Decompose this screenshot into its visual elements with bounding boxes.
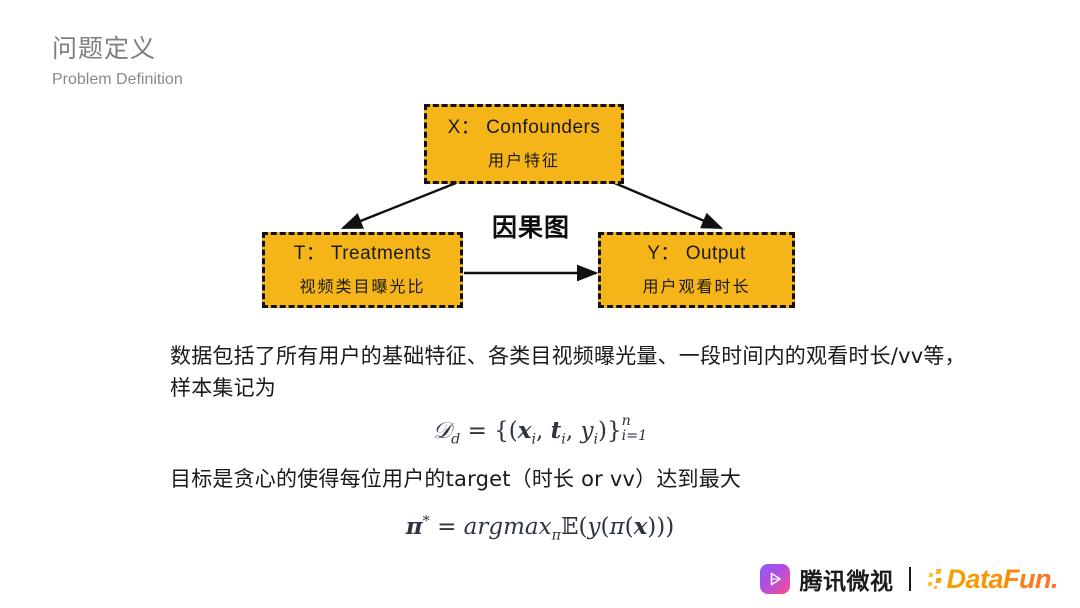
node-treatments-title: T： Treatments (293, 243, 432, 264)
page-subtitle: Problem Definition (52, 71, 183, 88)
datafun-brand-name: DataFun. (946, 563, 1058, 594)
node-treatments-subtitle: 视频类目曝光比 (299, 277, 426, 296)
diagram-center-label: 因果图 (491, 214, 570, 242)
edge-x-to-y (604, 177, 724, 230)
play-triangle-icon (760, 564, 791, 594)
node-output: Y： Output 用户观看时长 (598, 232, 795, 308)
node-output-subtitle: 用户观看时长 (642, 277, 751, 296)
datafun-dots-icon (927, 566, 943, 592)
formula-optimal-policy: π* = argmaxπ𝔼(y(π(x))) (405, 513, 675, 544)
node-output-title: Y： Output (647, 243, 746, 264)
node-confounders-subtitle: 用户特征 (487, 151, 560, 170)
slide-footer: 腾讯微视 DataFun. (760, 560, 1058, 598)
node-confounders: X： Confounders 用户特征 (424, 104, 624, 184)
edge-x-to-t (340, 177, 467, 230)
paragraph-objective-description: 目标是贪心的使得每位用户的target（时长 or vv）达到最大 (170, 467, 742, 491)
node-confounders-title: X： Confounders (447, 117, 601, 138)
datafun-logo: DataFun. (927, 564, 1058, 595)
slide-header: 问题定义 Problem Definition (52, 34, 183, 91)
weishi-logo: 腾讯微视 (760, 562, 893, 596)
weishi-brand-name: 腾讯微视 (799, 568, 894, 594)
page-title: 问题定义 (52, 35, 157, 63)
diagram-arrows (340, 177, 724, 282)
causal-graph-diagram: X： Confounders 用户特征 T： Treatments 视频类目曝光… (0, 95, 1080, 320)
node-treatments: T： Treatments 视频类目曝光比 (262, 232, 463, 308)
paragraph-dataset-description: 数据包括了所有用户的基础特征、各类目视频曝光量、一段时间内的观看时长/vv等，样… (170, 344, 966, 400)
footer-divider (909, 567, 912, 591)
